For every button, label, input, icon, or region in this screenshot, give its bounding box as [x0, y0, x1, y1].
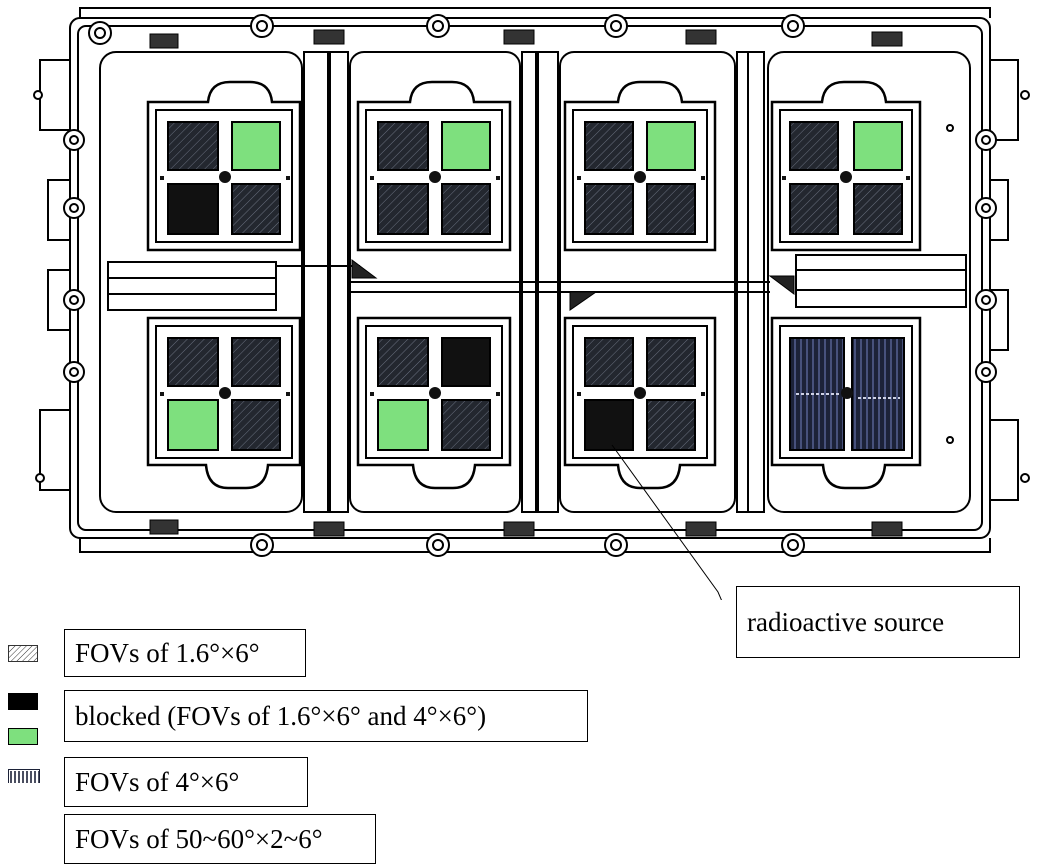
legend-item-3: FOVs of 4°×6°: [64, 757, 308, 807]
legend-item-1: FOVs of 1.6°×6°: [64, 629, 306, 677]
callout-text: radioactive source: [747, 606, 945, 637]
callout-leader-line: [611, 444, 722, 600]
module-inner-frames: [155, 109, 913, 459]
edge-tabs: [149, 29, 903, 537]
legend-item-4: FOVs of 50~60°×2~6°: [64, 814, 376, 864]
legend-text-2: blocked (FOVs of 1.6°×6° and 4°×6°): [75, 700, 487, 731]
cross-markers: [160, 171, 910, 399]
module8-center-marks: [796, 393, 900, 399]
legend-text-1: FOVs of 1.6°×6°: [75, 637, 260, 668]
legend-swatch-hatched: [8, 645, 38, 662]
corner-wedges: [351, 259, 795, 311]
horizontal-rail: [107, 254, 967, 311]
legend-text-3: FOVs of 4°×6°: [75, 766, 240, 797]
legend-swatch-black: [8, 693, 38, 710]
legend-item-2: blocked (FOVs of 1.6°×6° and 4°×6°): [64, 690, 588, 742]
mount-holes: [33, 90, 1030, 483]
bolt-heads: [63, 14, 997, 557]
radioactive-source-callout: radioactive source: [736, 586, 1020, 658]
detector-cells: [167, 121, 905, 451]
legend-text-4: FOVs of 50~60°×2~6°: [75, 823, 323, 854]
legend-swatch-striped: [8, 769, 40, 783]
detector-layout-diagram: [33, 7, 1030, 600]
modules: [146, 80, 922, 490]
legend-swatch-green: [8, 728, 38, 745]
